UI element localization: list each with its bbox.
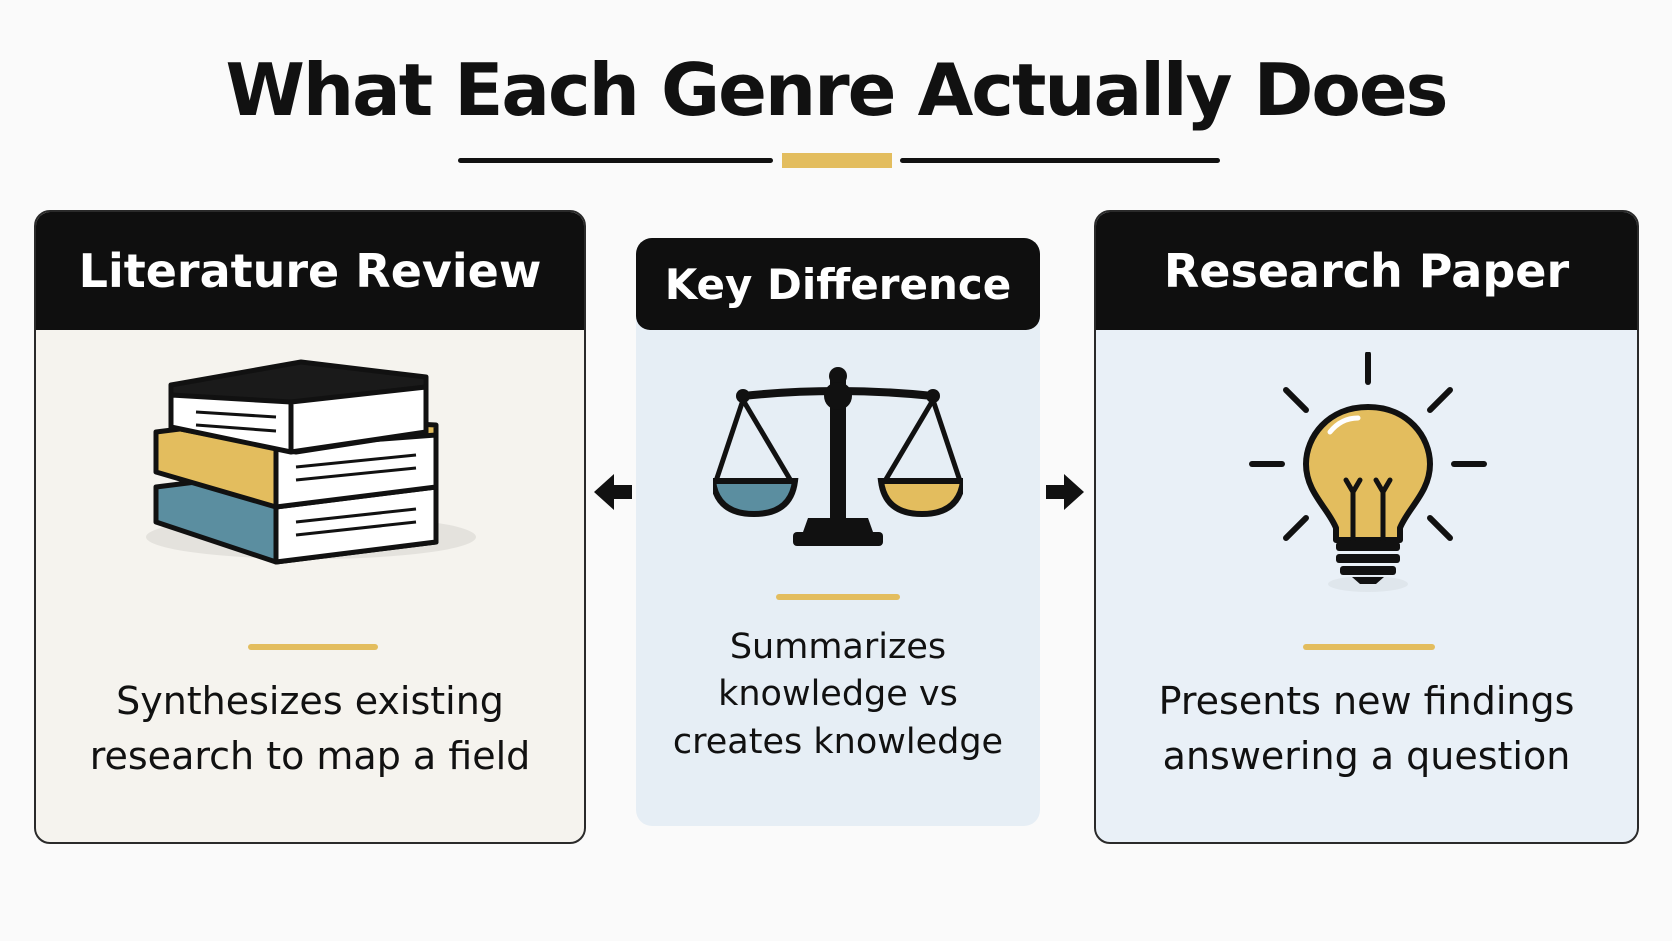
literature-review-heading: Literature Review <box>36 212 584 330</box>
key-difference-description: Summarizes knowledge vs creates knowledg… <box>672 627 1004 762</box>
research-paper-card: Research Paper Presents new findings ans… <box>1094 210 1639 844</box>
title-accent <box>782 153 892 168</box>
title-rule-right <box>900 158 1220 163</box>
title-rule-left <box>458 158 773 163</box>
literature-review-description: Synthesizes existing research to map a f… <box>89 679 531 779</box>
literature-review-accent <box>248 644 378 650</box>
lightbulb-icon <box>1249 352 1487 592</box>
research-paper-description: Presents new findings answering a questi… <box>1158 679 1575 779</box>
page-title: What Each Genre Actually Does <box>225 48 1448 132</box>
book-stack-icon <box>146 359 476 565</box>
research-paper-accent <box>1303 644 1435 650</box>
arrow-right-icon <box>1046 474 1084 510</box>
key-difference-accent <box>776 594 900 600</box>
arrow-left-icon <box>594 474 632 510</box>
literature-review-card: Literature Review Synthesizes existing r… <box>34 210 586 844</box>
key-difference-card: Key Difference Summarizes knowledge vs c… <box>636 238 1040 826</box>
research-paper-heading: Research Paper <box>1096 212 1637 330</box>
key-difference-heading: Key Difference <box>636 238 1040 330</box>
balance-scale-icon <box>713 367 963 546</box>
